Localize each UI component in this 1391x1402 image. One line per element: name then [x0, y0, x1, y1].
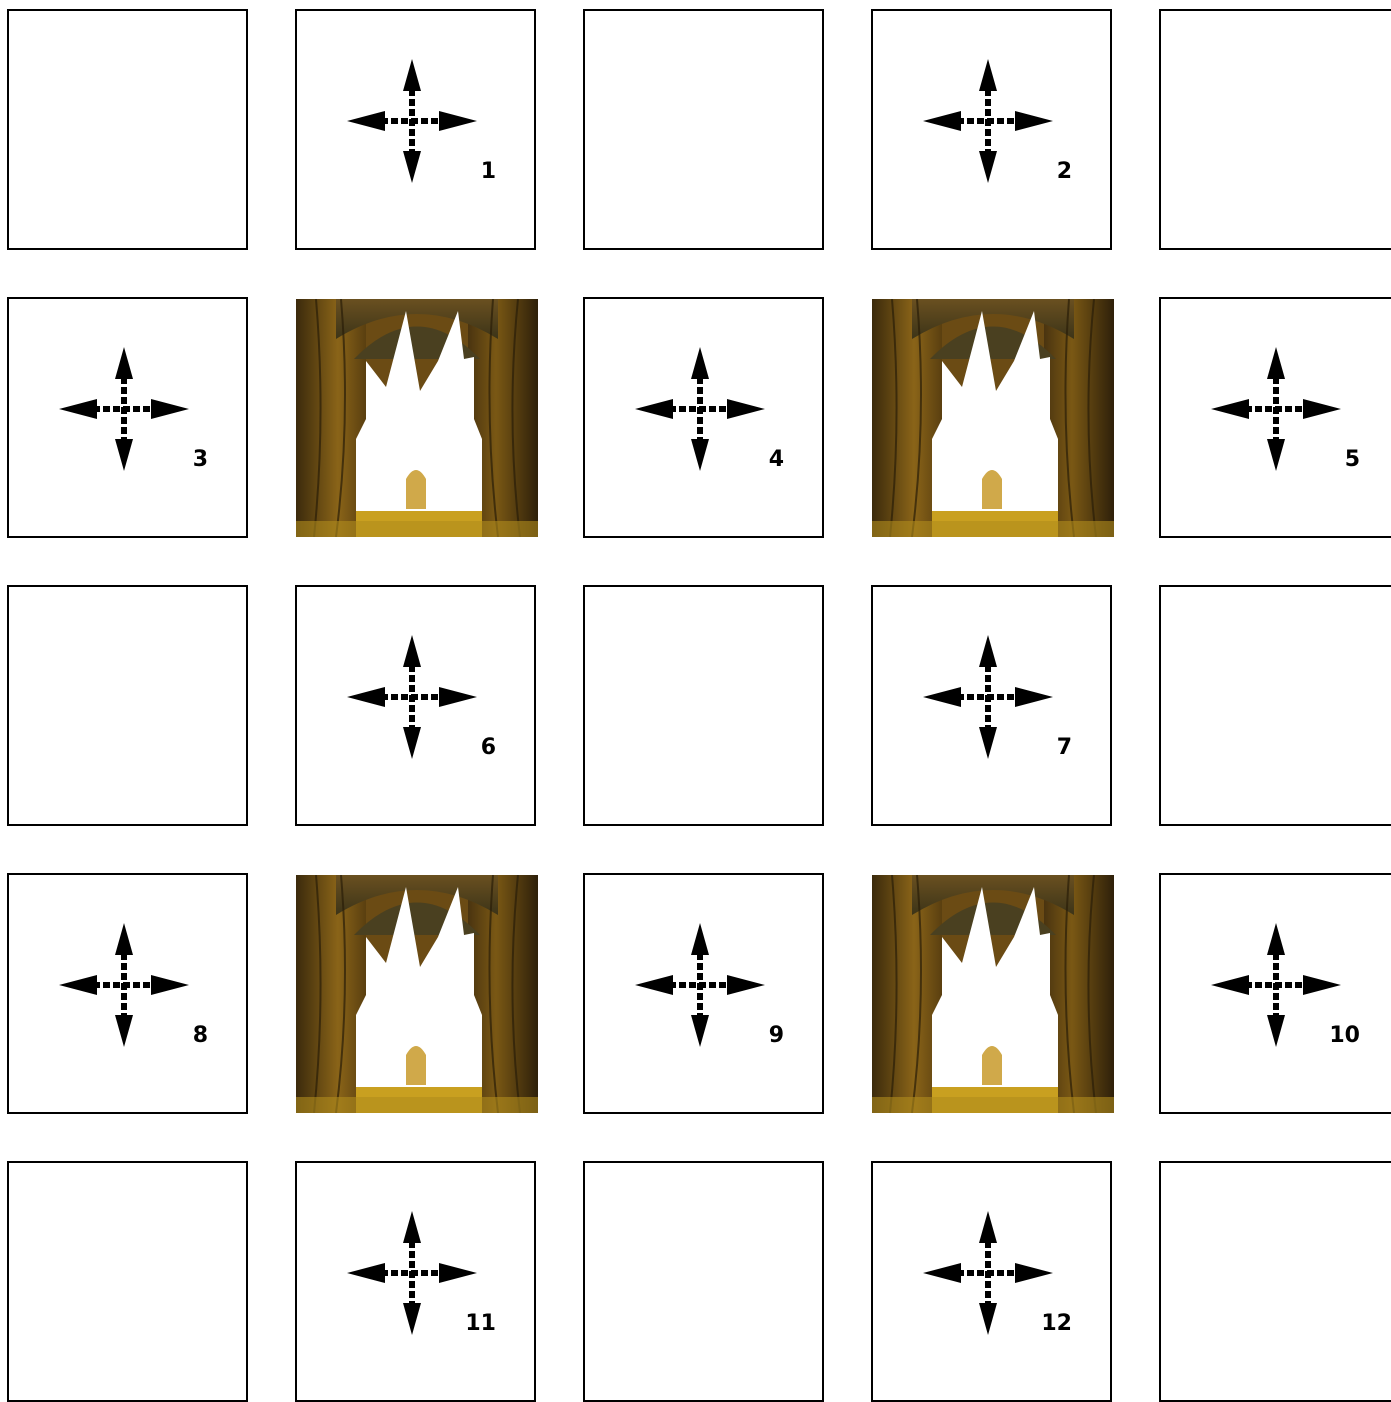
gothic-archway-image [872, 299, 1114, 537]
blank-tile[interactable] [7, 9, 248, 250]
tile-number: 9 [769, 1025, 784, 1047]
four-way-move-arrow-icon [923, 635, 1053, 759]
four-way-move-arrow-icon [1211, 923, 1341, 1047]
blank-tile[interactable] [583, 1161, 824, 1402]
tile-number: 6 [481, 737, 496, 759]
gothic-archway-image [872, 875, 1114, 1113]
four-way-move-arrow-icon [347, 1211, 477, 1335]
four-way-move-arrow-icon [347, 635, 477, 759]
move-tile-2[interactable]: 2 [871, 9, 1112, 250]
tile-number: 11 [465, 1313, 496, 1335]
move-tile-9[interactable]: 9 [583, 873, 824, 1114]
blank-tile[interactable] [7, 1161, 248, 1402]
four-way-move-arrow-icon [923, 59, 1053, 183]
move-tile-12[interactable]: 12 [871, 1161, 1112, 1402]
blank-tile[interactable] [1159, 585, 1391, 826]
four-way-move-arrow-icon [347, 59, 477, 183]
tile-number: 5 [1345, 449, 1360, 471]
gothic-archway-image [296, 875, 538, 1113]
image-tile[interactable] [872, 299, 1114, 537]
move-tile-1[interactable]: 1 [295, 9, 536, 250]
move-tile-11[interactable]: 11 [295, 1161, 536, 1402]
tile-number: 2 [1057, 161, 1072, 183]
four-way-move-arrow-icon [59, 347, 189, 471]
move-tile-10[interactable]: 10 [1159, 873, 1391, 1114]
blank-tile[interactable] [583, 585, 824, 826]
blank-tile[interactable] [1159, 9, 1391, 250]
tile-number: 4 [769, 449, 784, 471]
tile-number: 8 [193, 1025, 208, 1047]
move-tile-6[interactable]: 6 [295, 585, 536, 826]
image-tile[interactable] [296, 299, 538, 537]
move-tile-5[interactable]: 5 [1159, 297, 1391, 538]
tile-number: 10 [1329, 1025, 1360, 1047]
move-tile-8[interactable]: 8 [7, 873, 248, 1114]
blank-tile[interactable] [7, 585, 248, 826]
gothic-archway-image [296, 299, 538, 537]
tile-number: 3 [193, 449, 208, 471]
tile-number: 12 [1041, 1313, 1072, 1335]
tile-number: 1 [481, 161, 496, 183]
move-tile-3[interactable]: 3 [7, 297, 248, 538]
move-tile-4[interactable]: 4 [583, 297, 824, 538]
four-way-move-arrow-icon [635, 923, 765, 1047]
tile-number: 7 [1057, 737, 1072, 759]
move-tile-7[interactable]: 7 [871, 585, 1112, 826]
blank-tile[interactable] [1159, 1161, 1391, 1402]
four-way-move-arrow-icon [59, 923, 189, 1047]
image-tile[interactable] [296, 875, 538, 1113]
blank-tile[interactable] [583, 9, 824, 250]
four-way-move-arrow-icon [635, 347, 765, 471]
four-way-move-arrow-icon [1211, 347, 1341, 471]
image-tile[interactable] [872, 875, 1114, 1113]
four-way-move-arrow-icon [923, 1211, 1053, 1335]
